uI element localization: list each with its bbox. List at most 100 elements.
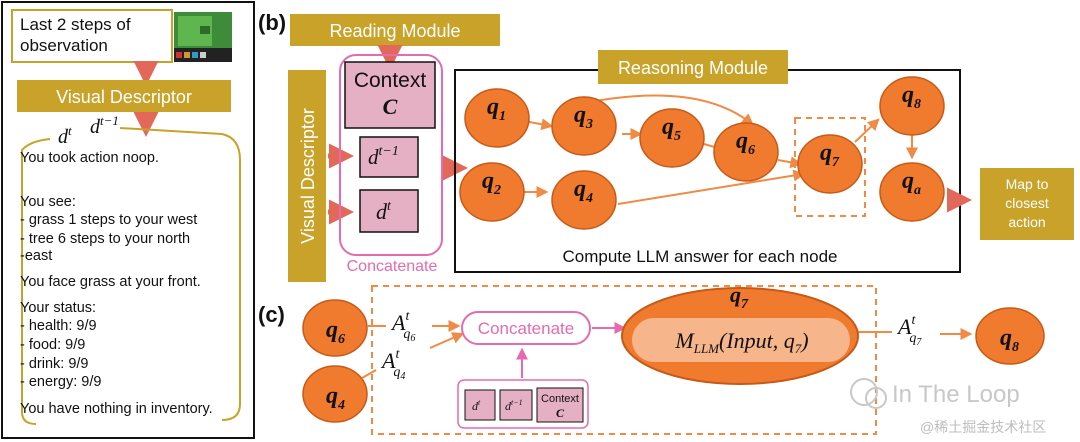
c-node-q6 xyxy=(302,299,368,357)
graph-node-q1 xyxy=(464,88,530,148)
edge-q6-q7 xyxy=(777,156,803,169)
descriptor-line: - drink: 9/9 xyxy=(20,356,89,372)
dt-box xyxy=(359,189,419,233)
graph-node-label-q2: q2 xyxy=(482,168,501,198)
visual-descriptor-box xyxy=(17,80,231,112)
graph-edges xyxy=(522,94,918,205)
d-t-label: dt xyxy=(58,123,72,148)
reading-module-label: Reading Module xyxy=(329,21,460,41)
watermark-line1: In The Loop xyxy=(892,381,1020,408)
dtm1-text: dt−1 xyxy=(368,144,399,169)
line-q4-a xyxy=(361,369,377,379)
graph-node-label-q7: q7 xyxy=(820,140,840,170)
concatenate-container xyxy=(339,54,443,256)
llm-formula: MLLM(Input, q7) xyxy=(674,328,808,356)
descriptor-line: - energy: 9/9 xyxy=(20,374,101,390)
watermark-line2: @稀土掘金技术社区 xyxy=(920,419,1046,435)
edge-q7-q8 xyxy=(854,118,880,143)
descriptor-line: You see: xyxy=(20,194,76,210)
graph-node-q4 xyxy=(551,170,617,230)
visual-descriptor-vertical-box xyxy=(288,70,326,282)
graph-node-qa xyxy=(879,162,945,222)
c-node-q4-label: q4 xyxy=(326,383,345,413)
graph-node-q5 xyxy=(639,108,705,168)
descriptor-line: - grass 1 steps to your west xyxy=(20,212,197,228)
bracket-right xyxy=(119,127,241,421)
panel-c-label: (c) xyxy=(258,302,285,327)
c-node-q8 xyxy=(975,307,1045,365)
graph-node-q3 xyxy=(551,96,617,156)
c-node-q6-label: q6 xyxy=(326,317,345,347)
map-line2: closest xyxy=(1005,195,1049,211)
c-node-q4 xyxy=(302,365,368,423)
panel-c-dashed-frame xyxy=(371,285,877,435)
reasoning-module-box xyxy=(598,50,788,84)
map-line3: action xyxy=(1008,214,1045,230)
observation-box xyxy=(11,9,173,63)
descriptor-line: -east xyxy=(20,248,52,264)
descriptor-text-block: You took action noop. You see: - grass 1 s… xyxy=(20,150,213,417)
graph-node-label-qa: qa xyxy=(902,168,921,198)
graph-node-label-q5: q5 xyxy=(662,114,681,144)
mini-dt-box xyxy=(464,389,496,421)
graph-node-label-q4: q4 xyxy=(574,176,593,206)
context-box xyxy=(344,61,436,129)
llm-node-q7-label: q7 xyxy=(730,282,749,312)
c-node-q8-label: q8 xyxy=(1000,325,1019,355)
graph-node-q2 xyxy=(459,162,525,222)
d-tm1-label: dt−1 xyxy=(90,113,119,138)
compute-caption: Compute LLM answer for each node xyxy=(563,247,838,266)
context-title: Context xyxy=(354,69,427,92)
graph-node-q8 xyxy=(879,76,945,136)
map-line1: Map to xyxy=(1006,176,1049,192)
visual-descriptor-label: Visual Descriptor xyxy=(56,87,192,107)
mini-dt-text: dt xyxy=(472,398,481,413)
context-var: C xyxy=(383,94,398,119)
map-action-box xyxy=(980,168,1074,240)
graph-node-q7 xyxy=(797,134,863,194)
mini-context-var: C xyxy=(556,406,565,420)
graph-node-label-q1: q1 xyxy=(487,94,506,124)
panel-a-frame xyxy=(1,1,255,439)
descriptor-line: - tree 6 steps to your north xyxy=(20,231,190,247)
edge-q3-q6 xyxy=(589,94,754,126)
descriptor-line: You have nothing in inventory. xyxy=(20,401,213,417)
observation-label-line1: Last 2 steps of xyxy=(20,15,131,34)
llm-formula-pill xyxy=(632,318,850,362)
reading-module-box xyxy=(290,14,500,46)
panel-b-label: (b) xyxy=(258,10,286,35)
mini-dtm1-box xyxy=(499,389,533,421)
descriptor-line: You face grass at your front. xyxy=(20,274,201,290)
graph-node-q6 xyxy=(713,122,779,182)
graph-node-label-q6: q6 xyxy=(736,128,755,158)
descriptor-line: - health: 9/9 xyxy=(20,318,97,334)
game-observation-thumbnail xyxy=(174,12,232,62)
c-concatenate-label: Concatenate xyxy=(478,319,574,338)
mini-context-box xyxy=(536,387,584,423)
panel-c-arrows xyxy=(361,320,973,379)
edge-q4-q7 xyxy=(617,169,806,205)
descriptor-line: - food: 9/9 xyxy=(20,337,85,353)
graph-node-label-q8: q8 xyxy=(902,82,921,112)
arrow-a-q4-concat xyxy=(429,332,465,349)
wechat-icon xyxy=(850,378,878,406)
reasoning-module-label: Reasoning Module xyxy=(618,58,768,78)
graph-node-label-q3: q3 xyxy=(574,102,593,132)
observation-label-line2: observation xyxy=(20,36,108,55)
dtm1-box xyxy=(359,136,419,178)
descriptor-line: Your status: xyxy=(20,300,96,316)
bracket-left xyxy=(21,138,51,425)
visual-descriptor-vertical-label: Visual Descriptor xyxy=(298,108,318,244)
c-concatenate-box xyxy=(461,311,591,345)
watermark: In The Loop @稀土掘金技术社区 xyxy=(850,378,1046,435)
graph-nodes: q1 q2 q3 q4 q5 q6 q7 q8 qa xyxy=(459,76,945,230)
descriptor-line: You took action noop. xyxy=(20,150,159,166)
mini-context-title: Context xyxy=(541,393,579,405)
dt-text: dt xyxy=(376,199,392,224)
mini-dtm1-text: dt−1 xyxy=(505,398,523,413)
